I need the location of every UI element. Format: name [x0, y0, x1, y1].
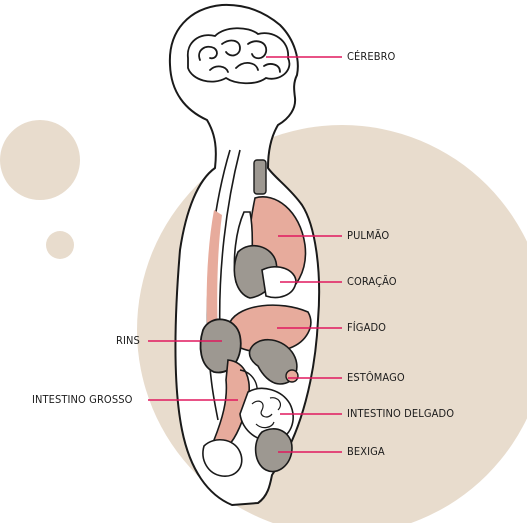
label-lungs: PULMÃO	[347, 230, 389, 242]
background-circle-dot	[46, 231, 74, 259]
label-stomach: ESTÔMAGO	[347, 372, 405, 384]
bladder-organ	[256, 429, 292, 472]
stomach-lower-organ	[286, 370, 298, 382]
label-heart: CORAÇÃO	[347, 276, 397, 288]
label-large-intestine: INTESTINO GROSSO	[32, 394, 132, 406]
label-brain: CÉREBRO	[347, 51, 395, 63]
trachea	[254, 160, 266, 194]
label-kidneys: RINS	[116, 335, 140, 347]
background-circle-small	[0, 120, 80, 200]
label-bladder: BEXIGA	[347, 446, 385, 458]
label-liver: FÍGADO	[347, 322, 386, 334]
label-small-intestine: INTESTINO DELGADO	[347, 408, 454, 420]
